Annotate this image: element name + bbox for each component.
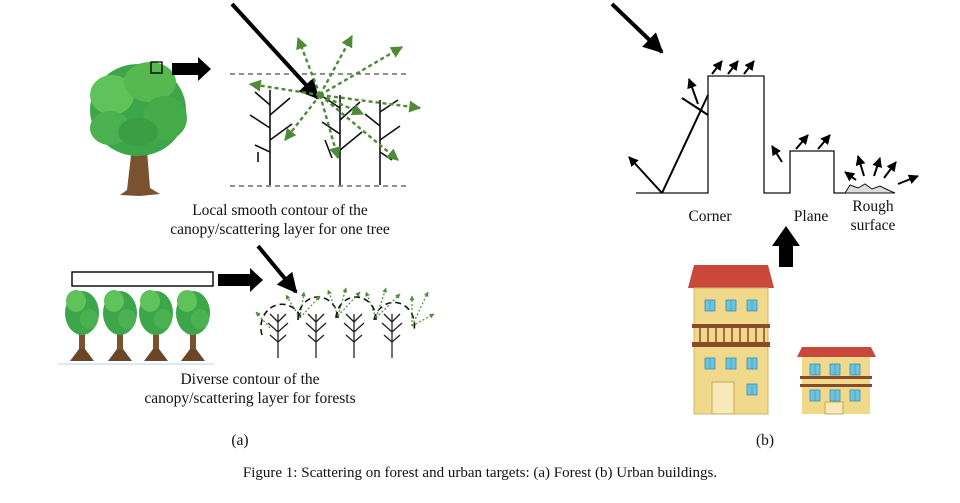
incident-wave-arrow-urban — [610, 2, 664, 54]
incident-wave-arrow — [230, 2, 320, 100]
building-up-arrow — [772, 226, 800, 267]
buildings-illustration — [688, 265, 876, 415]
single-tree-caption-line-2: canopy/scattering layer for one tree — [170, 221, 390, 238]
panel-a-label: (a) — [231, 432, 249, 449]
rough-surface-label-line-2: surface — [850, 217, 896, 234]
scattering-mechanisms-diagram — [610, 2, 919, 194]
forest-canopy-diagram — [255, 244, 435, 359]
plane-label: Plane — [793, 208, 829, 225]
forest-caption: Diverse contour of the canopy/scattering… — [100, 370, 400, 408]
forest-illustration — [58, 271, 214, 365]
forest-zoom-arrow — [218, 268, 263, 292]
corner-label: Corner — [688, 208, 732, 225]
forest-caption-line-1: Diverse contour of the — [180, 371, 320, 388]
single-tree-caption: Local smooth contour of the canopy/scatt… — [140, 201, 420, 239]
single-tree-illustration — [90, 62, 187, 196]
rough-surface-label: Rough surface — [838, 197, 908, 235]
canopy-zoom-diagram — [230, 2, 422, 187]
rough-surface-label-line-1: Rough — [852, 198, 894, 215]
forest-caption-line-2: canopy/scattering layer for forests — [144, 390, 356, 407]
panel-b-label: (b) — [755, 432, 775, 449]
zoom-box — [150, 61, 163, 74]
figure-caption: Figure 1: Scattering on forest and urban… — [242, 465, 718, 481]
zoom-arrow — [172, 57, 211, 81]
single-tree-caption-line-1: Local smooth contour of the — [192, 202, 368, 219]
